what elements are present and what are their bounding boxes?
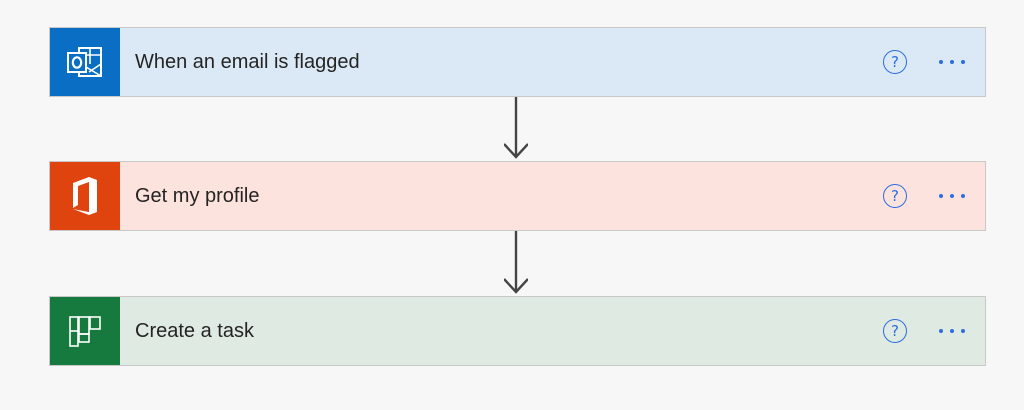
- more-dot: [950, 329, 954, 333]
- planner-icon: [69, 316, 101, 347]
- step-title: Get my profile: [135, 184, 260, 207]
- down-arrow-icon: [504, 97, 528, 159]
- step-card-email-flagged[interactable]: When an email is flagged ?: [49, 27, 986, 97]
- help-button[interactable]: ?: [883, 184, 907, 208]
- more-dot: [950, 60, 954, 64]
- more-dot: [939, 194, 943, 198]
- help-icon: ?: [891, 53, 899, 71]
- outlook-icon: [67, 47, 102, 77]
- more-dot: [939, 60, 943, 64]
- step-title: When an email is flagged: [135, 50, 360, 73]
- down-arrow-icon: [504, 231, 528, 294]
- outlook-icon-tile: [50, 28, 120, 96]
- help-button[interactable]: ?: [883, 50, 907, 74]
- more-options-button[interactable]: [939, 50, 965, 74]
- more-options-button[interactable]: [939, 184, 965, 208]
- help-icon: ?: [891, 187, 899, 205]
- more-options-button[interactable]: [939, 319, 965, 343]
- more-dot: [961, 194, 965, 198]
- office-icon: [73, 177, 97, 215]
- office-icon-tile: [50, 162, 120, 230]
- help-button[interactable]: ?: [883, 319, 907, 343]
- step-title: Create a task: [135, 319, 254, 342]
- step-card-create-task[interactable]: Create a task ?: [49, 296, 986, 366]
- help-icon: ?: [891, 322, 899, 340]
- more-dot: [961, 329, 965, 333]
- step-card-get-profile[interactable]: Get my profile ?: [49, 161, 986, 231]
- more-dot: [961, 60, 965, 64]
- more-dot: [939, 329, 943, 333]
- more-dot: [950, 194, 954, 198]
- planner-icon-tile: [50, 297, 120, 365]
